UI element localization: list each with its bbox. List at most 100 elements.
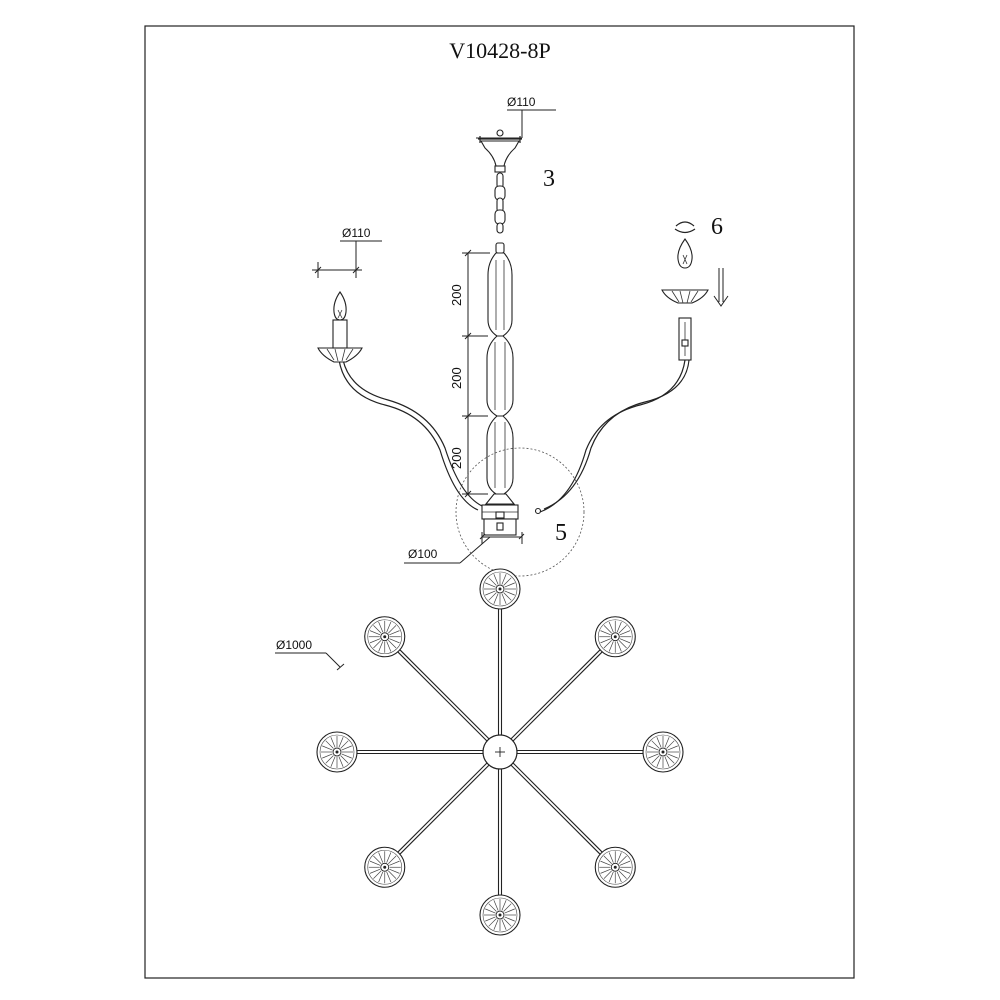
cup-rib: [330, 737, 336, 748]
cup-dot: [613, 635, 617, 639]
cup-rib: [325, 740, 334, 749]
right-arm: [539, 317, 692, 513]
cup-rib: [616, 871, 622, 883]
cup-dot: [613, 865, 617, 869]
cup-rib: [378, 641, 384, 652]
cup-rib: [648, 753, 659, 759]
top-view: [316, 568, 684, 936]
cup-rib: [504, 590, 515, 596]
cup-rib: [504, 908, 515, 914]
cup-rib: [664, 756, 670, 767]
cup-rib: [389, 638, 400, 644]
arm-line: [397, 762, 488, 853]
arm-line: [510, 649, 601, 740]
cup-rib: [600, 868, 611, 874]
callout-5: 5: [555, 520, 567, 546]
stem-dimensions: 200 200 200: [449, 249, 490, 498]
cup-rib: [373, 855, 382, 864]
cup-rib: [389, 630, 400, 636]
cup-rib: [656, 756, 662, 767]
cup-rib: [616, 641, 622, 652]
cup-rib: [378, 852, 384, 863]
cup-rib: [369, 638, 381, 644]
cup-rib: [369, 860, 381, 866]
cup-rib: [341, 753, 352, 759]
cup-rib: [493, 919, 499, 930]
cup-rib: [664, 737, 670, 748]
cup-rib: [501, 574, 507, 585]
cup-dot: [383, 635, 387, 639]
cup-rib: [603, 640, 612, 649]
bulb-install: [661, 221, 729, 307]
candle-diameter-label: Ø110: [342, 226, 371, 240]
cup-rib: [619, 868, 631, 874]
cup-rim: [482, 571, 518, 607]
cup-rib: [666, 740, 675, 749]
cup-rib: [608, 852, 614, 863]
cup-rib: [373, 640, 382, 649]
cup-rim: [597, 849, 633, 885]
cup-rib: [667, 745, 678, 751]
cup-rim: [367, 849, 403, 885]
cup-rib: [648, 745, 659, 751]
cup-rib: [369, 630, 381, 636]
cup-rib: [338, 737, 344, 748]
arm-line: [399, 649, 490, 740]
cup-dot: [335, 750, 339, 754]
cup-rib: [651, 740, 660, 749]
cup-dot: [383, 865, 387, 869]
cup-rib: [616, 852, 622, 863]
callout-6: 6: [711, 214, 723, 240]
cup-rib: [388, 855, 397, 864]
cup-rib: [608, 621, 614, 633]
cup-rib: [325, 755, 334, 764]
overall-dimension: Ø1000: [275, 638, 345, 671]
segment-1-label: 200: [449, 284, 464, 306]
cup-rib: [600, 630, 611, 636]
cup-rib: [485, 590, 496, 596]
cup-rib: [603, 625, 612, 634]
cup-rib: [389, 860, 400, 866]
arm-line: [510, 764, 601, 855]
cup-dot: [661, 750, 665, 754]
cup-rib: [603, 855, 612, 864]
cup-rim: [597, 619, 633, 655]
cup-rib: [369, 868, 381, 874]
cup-rib: [501, 900, 507, 911]
cup-rib: [667, 753, 678, 759]
cup-rib: [493, 574, 499, 585]
cup-rib: [600, 638, 611, 644]
segment-3-label: 200: [449, 447, 464, 469]
cup-rib: [503, 592, 512, 601]
cup-rib: [340, 755, 349, 764]
cup-rim: [645, 734, 681, 770]
cup-rib: [386, 621, 392, 633]
cup-rib: [488, 918, 497, 927]
body-diameter-label: Ø100: [408, 547, 438, 561]
callout-3: 3: [543, 166, 555, 192]
body-hub: [481, 504, 542, 536]
cup-rib: [373, 625, 382, 634]
cup-rib: [485, 582, 496, 588]
cup-rib: [504, 916, 515, 922]
cup-rib: [322, 753, 333, 759]
cup-rib: [388, 870, 397, 879]
cup-rib: [340, 740, 349, 749]
cup-rib: [389, 868, 400, 874]
arm-line: [397, 651, 488, 742]
cup-rib: [341, 745, 352, 751]
canopy: [478, 129, 522, 173]
cup-rib: [608, 641, 614, 652]
cup-rib: [378, 871, 384, 883]
cup-rib: [386, 852, 392, 863]
cup-rib: [378, 621, 384, 633]
detail-circle: [455, 447, 585, 577]
cup-rib: [619, 638, 631, 644]
model-title: V10428-8P: [449, 38, 550, 63]
stem: [484, 252, 516, 505]
cup-rib: [501, 919, 507, 930]
arm-line: [512, 762, 603, 853]
cup-rib: [603, 870, 612, 879]
cup-rib: [373, 870, 382, 879]
